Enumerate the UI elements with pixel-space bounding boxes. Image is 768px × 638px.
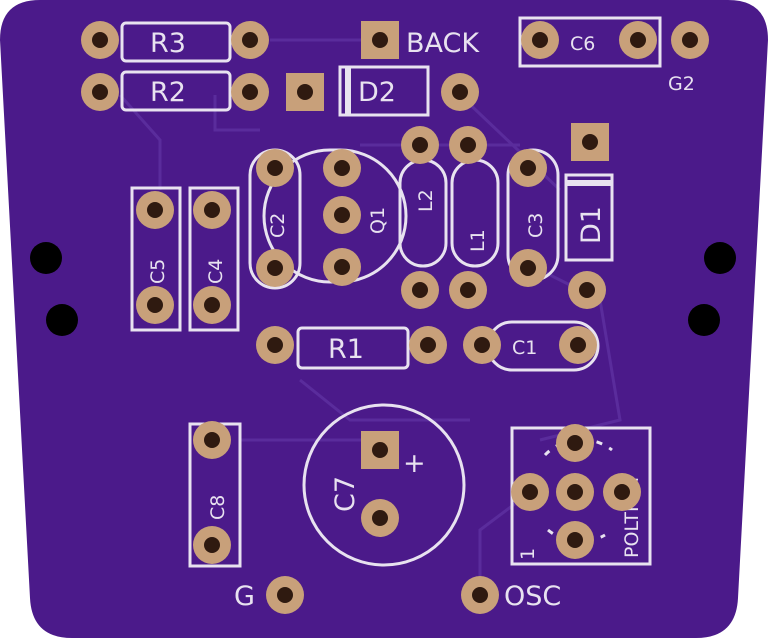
- pad-drill-hole: [242, 84, 258, 100]
- g-label: G: [234, 581, 255, 612]
- pad-drill-hole: [532, 32, 548, 48]
- c6-label: C6: [570, 33, 595, 55]
- pad-drill-hole: [567, 484, 583, 500]
- component-c6[interactable]: C6: [518, 16, 662, 68]
- l1-label: L1: [467, 229, 489, 252]
- mounting-hole: [704, 242, 736, 274]
- component-c5[interactable]: C5: [130, 186, 182, 332]
- pad-drill-hole: [204, 297, 220, 313]
- pad-drill-hole: [522, 484, 538, 500]
- pad-drill-hole: [472, 587, 488, 603]
- pad-drill-hole: [630, 32, 646, 48]
- q1-label: Q1: [367, 207, 389, 234]
- c7-label: C7: [330, 476, 361, 512]
- component-r3[interactable]: R3: [120, 21, 232, 63]
- pad-drill-hole: [614, 484, 630, 500]
- pad-drill-hole: [267, 160, 283, 176]
- pad-drill-hole: [267, 260, 283, 276]
- pad-drill-hole: [579, 282, 595, 298]
- pads: [81, 21, 709, 614]
- l2-label: L2: [415, 189, 437, 212]
- component-d1[interactable]: D1: [564, 173, 614, 262]
- c2-label: C2: [267, 213, 289, 238]
- pad-drill-hole: [412, 282, 428, 298]
- mounting-hole: [688, 304, 720, 336]
- component-r2[interactable]: R2: [120, 70, 232, 112]
- r2-label: R2: [150, 77, 186, 108]
- pad-drill-hole: [412, 137, 428, 153]
- mounting-hole: [46, 304, 78, 336]
- pad-drill-hole: [520, 260, 536, 276]
- g2-label: G2: [668, 73, 695, 95]
- pad-drill-hole: [420, 337, 436, 353]
- pad-drill-hole: [372, 510, 388, 526]
- d1-label: D1: [576, 206, 607, 244]
- pad-drill-hole: [334, 259, 350, 275]
- component-c4[interactable]: C4: [188, 186, 240, 332]
- pad-drill-hole: [460, 137, 476, 153]
- pad-drill-hole: [474, 337, 490, 353]
- c8-label: C8: [207, 495, 229, 520]
- pad-drill-hole: [452, 84, 468, 100]
- pad-drill-hole: [297, 84, 313, 100]
- pad-drill-hole: [277, 587, 293, 603]
- pad-drill-hole: [204, 432, 220, 448]
- component-c7[interactable]: C7 +: [302, 403, 466, 567]
- pad-drill-hole: [334, 160, 350, 176]
- mounting-hole: [30, 242, 62, 274]
- pad-drill-hole: [147, 297, 163, 313]
- component-d2[interactable]: D2: [338, 65, 430, 117]
- d2-label: D2: [358, 77, 396, 108]
- back-label: BACK: [406, 28, 480, 59]
- r1-label: R1: [328, 334, 364, 365]
- c1-label: C1: [512, 337, 537, 359]
- c5-label: C5: [147, 259, 169, 284]
- c7-plus-label: +: [403, 448, 426, 479]
- poltrim-pin1-label: 1: [517, 548, 539, 560]
- c3-label: C3: [525, 213, 547, 238]
- pad-drill-hole: [682, 32, 698, 48]
- r3-label: R3: [150, 28, 186, 59]
- pad-drill-hole: [567, 532, 583, 548]
- pad-drill-hole: [334, 207, 350, 223]
- pad-drill-hole: [582, 134, 598, 150]
- pad-drill-hole: [92, 32, 108, 48]
- c4-label: C4: [205, 259, 227, 284]
- pad-drill-hole: [570, 337, 586, 353]
- pad-drill-hole: [460, 282, 476, 298]
- pad-drill-hole: [372, 442, 388, 458]
- pad-drill-hole: [147, 202, 163, 218]
- pad-drill-hole: [520, 160, 536, 176]
- pad-drill-hole: [242, 32, 258, 48]
- pad-drill-hole: [372, 32, 388, 48]
- pad-drill-hole: [567, 435, 583, 451]
- pad-drill-hole: [267, 337, 283, 353]
- pad-drill-hole: [204, 202, 220, 218]
- mounting-holes: [30, 242, 736, 336]
- pad-drill-hole: [204, 537, 220, 553]
- pad-drill-hole: [92, 84, 108, 100]
- component-r1[interactable]: R1: [296, 326, 410, 370]
- osc-label: OSC: [504, 581, 561, 612]
